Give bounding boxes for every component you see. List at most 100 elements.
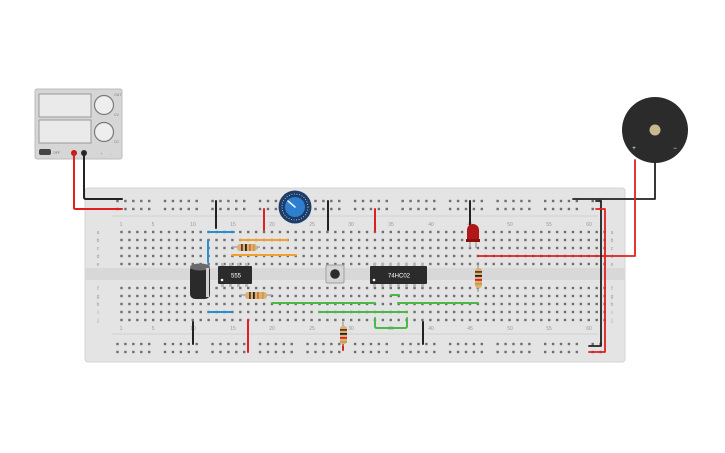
breadboard-hole[interactable] [286, 310, 290, 314]
breadboard-hole[interactable] [508, 310, 511, 314]
breadboard-hole[interactable] [128, 286, 131, 290]
breadboard-hole[interactable] [270, 230, 274, 234]
breadboard-hole[interactable] [579, 262, 583, 266]
psu-negative-wire[interactable] [83, 152, 123, 200]
breadboard-hole[interactable] [239, 302, 242, 306]
breadboard-hole[interactable] [500, 238, 503, 242]
breadboard-hole[interactable] [144, 294, 147, 298]
breadboard-hole[interactable] [334, 254, 337, 258]
breadboard-hole[interactable] [369, 199, 373, 203]
breadboard-hole[interactable] [227, 350, 230, 354]
breadboard-hole[interactable] [310, 246, 313, 250]
breadboard-hole[interactable] [334, 286, 337, 290]
voltage-knob-icon[interactable] [93, 94, 115, 116]
breadboard-hole[interactable] [540, 294, 543, 298]
breadboard-hole[interactable] [464, 350, 468, 354]
breadboard-hole[interactable] [326, 294, 329, 298]
breadboard-hole[interactable] [349, 294, 353, 298]
breadboard-hole[interactable] [124, 350, 127, 354]
breadboard-hole[interactable] [409, 350, 412, 354]
breadboard-hole[interactable] [472, 199, 476, 203]
breadboard-hole[interactable] [492, 294, 495, 298]
breadboard-hole[interactable] [322, 199, 325, 203]
rail-jumper-positive[interactable] [588, 208, 606, 353]
breadboard-hole[interactable] [452, 294, 456, 298]
breadboard-hole[interactable] [484, 302, 488, 306]
breadboard-hole[interactable] [286, 230, 290, 234]
breadboard-hole[interactable] [520, 350, 523, 354]
breadboard-hole[interactable] [302, 230, 305, 234]
breadboard-hole[interactable] [302, 262, 305, 266]
breadboard-hole[interactable] [247, 302, 250, 306]
breadboard-hole[interactable] [508, 246, 511, 250]
wire-green[interactable] [374, 317, 408, 329]
breadboard-hole[interactable] [294, 286, 297, 290]
breadboard-hole[interactable] [318, 246, 321, 250]
breadboard-hole[interactable] [318, 238, 321, 242]
breadboard-hole[interactable] [421, 294, 424, 298]
breadboard-hole[interactable] [318, 294, 321, 298]
breadboard-hole[interactable] [349, 318, 353, 322]
breadboard-hole[interactable] [540, 230, 543, 234]
breadboard-hole[interactable] [191, 246, 194, 250]
breadboard-hole[interactable] [353, 207, 357, 211]
breadboard-hole[interactable] [266, 342, 270, 346]
breadboard-hole[interactable] [563, 318, 567, 322]
breadboard-hole[interactable] [460, 246, 464, 250]
breadboard-hole[interactable] [167, 294, 171, 298]
breadboard-hole[interactable] [555, 238, 559, 242]
breadboard-hole[interactable] [480, 207, 484, 211]
breadboard-hole[interactable] [175, 310, 179, 314]
breadboard-hole[interactable] [302, 294, 305, 298]
breadboard-hole[interactable] [183, 302, 187, 306]
breadboard-hole[interactable] [136, 302, 139, 306]
breadboard-hole[interactable] [128, 294, 131, 298]
breadboard-hole[interactable] [579, 302, 583, 306]
breadboard-hole[interactable] [551, 342, 555, 346]
breadboard-hole[interactable] [429, 262, 432, 266]
breadboard-hole[interactable] [365, 230, 369, 234]
breadboard-hole[interactable] [500, 310, 503, 314]
breadboard-hole[interactable] [128, 230, 131, 234]
breadboard-hole[interactable] [492, 230, 495, 234]
breadboard-hole[interactable] [306, 342, 309, 346]
breadboard-hole[interactable] [508, 286, 511, 290]
breadboard-hole[interactable] [543, 199, 547, 203]
breadboard-hole[interactable] [211, 350, 214, 354]
breadboard-hole[interactable] [144, 262, 147, 266]
breadboard-hole[interactable] [369, 350, 373, 354]
breadboard-hole[interactable] [516, 230, 519, 234]
breadboard-hole[interactable] [199, 246, 202, 250]
breadboard-hole[interactable] [579, 238, 583, 242]
breadboard-hole[interactable] [342, 238, 345, 242]
breadboard-hole[interactable] [433, 350, 436, 354]
breadboard-hole[interactable] [389, 286, 392, 290]
breadboard-hole[interactable] [369, 207, 373, 211]
breadboard-hole[interactable] [524, 318, 527, 322]
breadboard-hole[interactable] [338, 207, 341, 211]
breadboard-hole[interactable] [579, 294, 583, 298]
breadboard-hole[interactable] [595, 262, 598, 266]
breadboard-hole[interactable] [266, 350, 270, 354]
breadboard-hole[interactable] [405, 238, 408, 242]
breadboard-hole[interactable] [524, 246, 527, 250]
breadboard-hole[interactable] [243, 199, 246, 203]
breadboard-hole[interactable] [262, 262, 266, 266]
breadboard-hole[interactable] [425, 350, 428, 354]
breadboard-hole[interactable] [429, 310, 432, 314]
breadboard-hole[interactable] [183, 286, 187, 290]
breadboard-hole[interactable] [128, 318, 131, 322]
breadboard-hole[interactable] [421, 246, 424, 250]
breadboard-hole[interactable] [496, 199, 499, 203]
piezo-buzzer[interactable]: + − [622, 97, 688, 163]
breadboard-hole[interactable] [587, 262, 590, 266]
breadboard-hole[interactable] [492, 286, 495, 290]
breadboard-hole[interactable] [389, 230, 392, 234]
breadboard-hole[interactable] [353, 342, 357, 346]
breadboard-hole[interactable] [456, 342, 460, 346]
breadboard-hole[interactable] [476, 318, 480, 322]
breadboard-hole[interactable] [579, 310, 583, 314]
breadboard-hole[interactable] [147, 342, 151, 346]
breadboard-hole[interactable] [595, 286, 598, 290]
breadboard-hole[interactable] [144, 318, 147, 322]
